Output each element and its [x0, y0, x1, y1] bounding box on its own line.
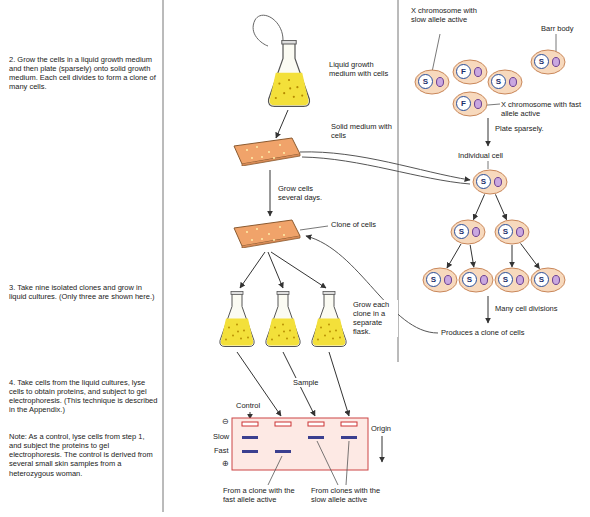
process-arrow [488, 296, 489, 323]
process-arrow [270, 170, 271, 216]
zoom-arrow [300, 152, 470, 180]
cell: S [458, 267, 494, 293]
process-arrow [240, 252, 265, 288]
allele-letter: S [534, 54, 549, 69]
cell: S [414, 69, 450, 95]
text-label: Barr body [540, 24, 575, 33]
text-label: Fast [213, 446, 230, 455]
text-label: Solid medium with cells [330, 122, 394, 140]
text-label: X chromosome with fast allele active [500, 100, 590, 118]
text-label: Many cell divisions [494, 304, 559, 313]
text-label: Note: As a control, lyse cells from step… [8, 432, 160, 478]
cell: S [530, 267, 566, 293]
leader-line [300, 226, 328, 230]
division-arrow [470, 245, 474, 267]
clone-flask [266, 292, 300, 347]
cell: F [452, 91, 488, 117]
protein-bands [242, 436, 357, 453]
text-label: Clone of cells [330, 220, 392, 229]
text-label: Grow cells several days. [277, 184, 337, 202]
leader-line [432, 34, 440, 72]
text-label: From clones with the slow allele active [310, 486, 398, 504]
column-divider [163, 0, 164, 512]
leader-line [317, 441, 338, 485]
text-label: Grow each clone in a separate flask. [352, 300, 398, 337]
cell: S [494, 267, 530, 293]
allele-letter: S [476, 174, 491, 189]
allele-letter: S [462, 272, 477, 287]
leader-line [268, 456, 282, 485]
process-arrow [271, 252, 326, 288]
culture-plate [234, 138, 300, 166]
text-label: Control [235, 401, 261, 410]
feeding-tube [253, 15, 283, 46]
text-label: ⊕ [221, 459, 230, 468]
division-arrow [521, 243, 540, 268]
process-arrow [276, 110, 288, 138]
text-label: 4. Take cells from the liquid cultures, … [8, 378, 160, 415]
division-arrow [473, 194, 484, 219]
culture-plate [234, 220, 300, 248]
process-arrow [268, 252, 283, 288]
cell: S [450, 219, 486, 245]
clone-flask [312, 292, 346, 347]
text-label: Origin [370, 424, 392, 433]
text-label: Individual cell [457, 151, 504, 160]
allele-letter: S [534, 272, 549, 287]
text-label: Slow [212, 432, 230, 441]
division-arrow [495, 194, 506, 219]
cell: S [472, 169, 508, 195]
culture-flask [268, 40, 309, 106]
allele-letter: S [491, 74, 506, 89]
migration-arrow [382, 436, 383, 462]
gel-wells [242, 422, 357, 426]
leader-line [488, 161, 489, 169]
text-label: Sample [292, 378, 319, 387]
allele-letter: S [498, 272, 513, 287]
allele-letter: S [454, 224, 469, 239]
zoom-arrow [302, 157, 470, 184]
text-label: X chromosome with slow allele active [410, 6, 482, 24]
text-label: 2. Grow the cells in a liquid growth med… [8, 55, 158, 92]
division-arrow [512, 245, 513, 267]
allele-letter: S [418, 74, 433, 89]
division-arrow [447, 244, 461, 268]
cell: S [494, 219, 530, 245]
text-label: Produces a clone of cells [440, 328, 525, 337]
allele-letter: S [498, 224, 513, 239]
text-label: Liquid growth medium with cells [328, 60, 392, 78]
clone-flask [220, 292, 254, 347]
leader-line [346, 441, 349, 485]
cell: S [530, 49, 566, 75]
process-arrow [488, 118, 489, 146]
text-label: From a clone with the fast allele active [222, 486, 308, 504]
text-label: 3. Take nine isolated clones and grow in… [8, 283, 158, 301]
cell: S [422, 267, 458, 293]
allele-letter: F [456, 64, 471, 79]
allele-letter: S [426, 272, 441, 287]
sample-arrow [329, 352, 349, 416]
allele-letter: F [456, 96, 471, 111]
text-label: ⊖ [221, 417, 230, 426]
cell: S [487, 69, 523, 95]
cell: F [452, 59, 488, 85]
text-label: Plate sparsely. [494, 124, 545, 133]
